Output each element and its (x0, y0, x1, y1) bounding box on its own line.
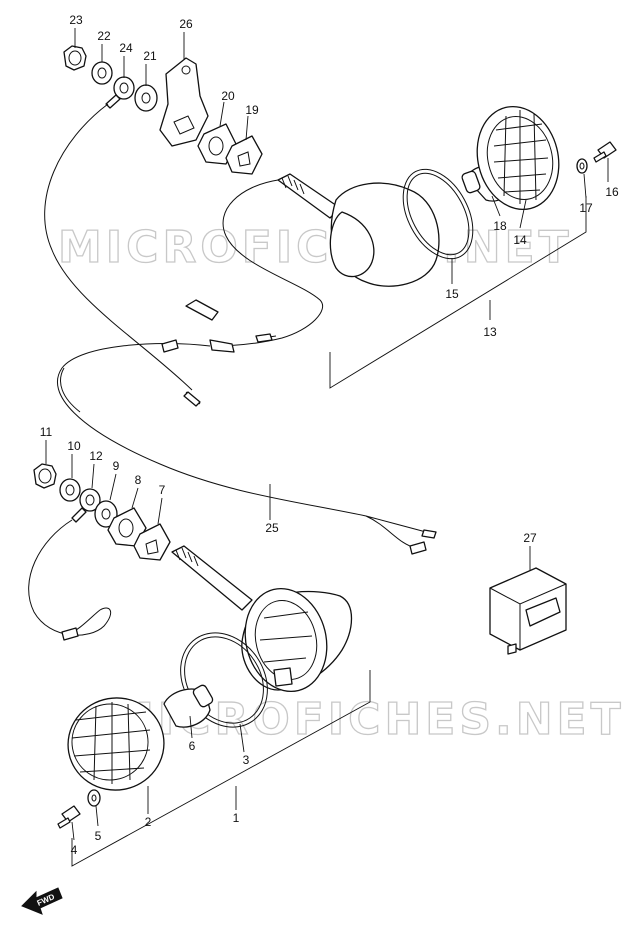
part-17-washer[interactable] (576, 158, 588, 174)
part-14-lens[interactable] (467, 98, 570, 218)
callout-11: 11 (40, 425, 53, 439)
part-24-terminal[interactable] (105, 76, 135, 109)
callout-16: 16 (605, 185, 619, 199)
part-10-washer[interactable] (59, 478, 81, 502)
callout-6: 6 (189, 739, 196, 753)
part-26-bracket[interactable] (159, 57, 209, 147)
callout-20: 20 (221, 89, 235, 103)
harness-sleeve (161, 339, 179, 353)
callout-7: 7 (159, 483, 166, 497)
part-7-cushion[interactable] (133, 523, 171, 561)
callout-24: 24 (119, 41, 133, 55)
fwd-arrow-icon: FWD (21, 887, 63, 915)
callout-18: 18 (493, 219, 507, 233)
callout-13: 13 (483, 325, 497, 339)
callout-25: 25 (265, 521, 279, 535)
callout-2: 2 (145, 815, 152, 829)
callout-9: 9 (113, 459, 120, 473)
part-23-nut[interactable] (63, 45, 87, 71)
callout-15: 15 (445, 287, 459, 301)
callout-23: 23 (69, 13, 83, 27)
connector-rear-signal-b (255, 333, 273, 343)
part-22-washer[interactable] (91, 61, 113, 85)
callout-14: 14 (513, 233, 527, 247)
part-27-flasher-relay[interactable] (489, 567, 567, 655)
part-16-screw[interactable] (593, 141, 617, 163)
callout-1: 1 (233, 811, 240, 825)
callout-12: 12 (89, 449, 103, 463)
callout-17: 17 (579, 201, 593, 215)
callout-19: 19 (245, 103, 259, 117)
connector-rear-signal-c (185, 299, 219, 321)
part-2-lens[interactable] (61, 690, 172, 797)
part-21-washer[interactable] (134, 84, 158, 112)
part-9-washer[interactable] (94, 500, 118, 528)
callout-10: 10 (67, 439, 81, 453)
part-6-bulb[interactable] (163, 684, 214, 728)
connector-rear-signal-a (209, 339, 235, 353)
part-1-front-turn-signal-housing[interactable] (171, 545, 353, 700)
part-15-gasket[interactable] (389, 158, 487, 271)
harness-connector-b (421, 529, 437, 539)
part-19-cushion[interactable] (225, 135, 263, 175)
wire-front-ground (28, 519, 112, 636)
callout-27: 27 (523, 531, 537, 545)
callout-22: 22 (97, 29, 111, 43)
part-13-rear-turn-signal[interactable] (277, 173, 440, 287)
leader-lines (45, 28, 609, 841)
part-20-rubber[interactable] (197, 123, 237, 165)
part-11-nut[interactable] (33, 463, 57, 489)
connector-rear-ground (183, 391, 201, 407)
part-12-terminal[interactable] (71, 488, 101, 523)
bracket-1 (71, 670, 371, 867)
bracket-13 (329, 196, 587, 389)
callout-21: 21 (143, 49, 157, 63)
callout-3: 3 (243, 753, 250, 767)
callout-26: 26 (179, 17, 193, 31)
callout-8: 8 (135, 473, 142, 487)
harness-connector-a (409, 541, 427, 555)
callout-5: 5 (95, 829, 102, 843)
watermark-top: MICROFICHES.NET (58, 222, 573, 273)
part-5-washer[interactable] (87, 789, 101, 807)
part-4-screw[interactable] (57, 805, 81, 829)
connector-front-ground (61, 627, 79, 641)
callout-4: 4 (71, 843, 78, 857)
